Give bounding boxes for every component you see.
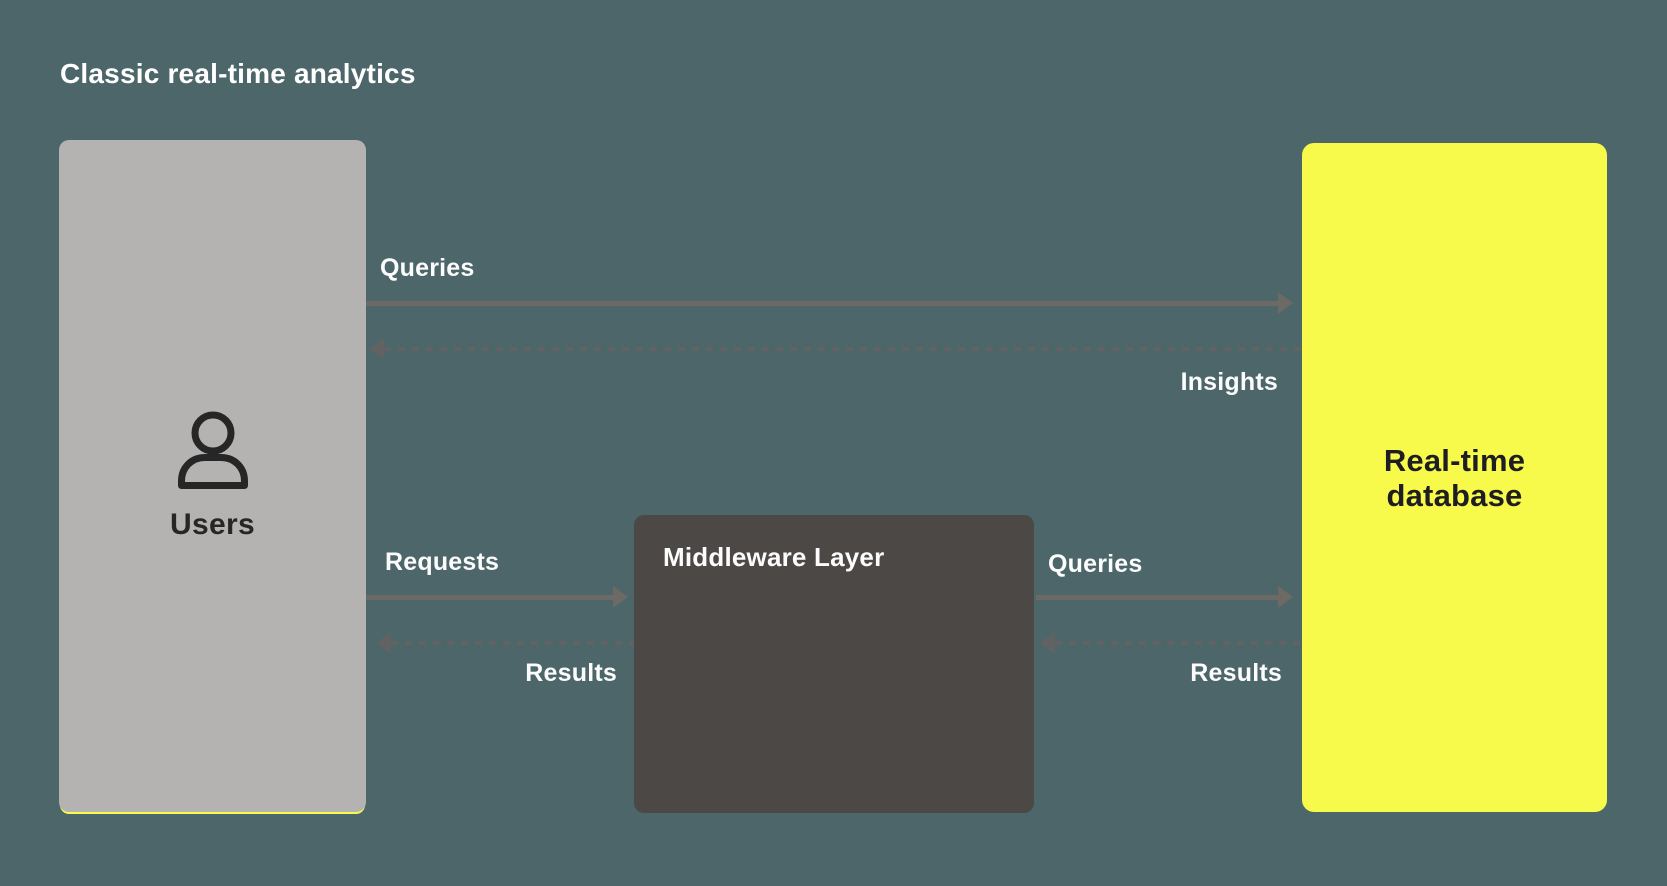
middleware-node: Middleware Layer <box>634 515 1034 813</box>
arrow-label-queries-right: Queries <box>1048 550 1143 578</box>
arrowhead-right-icon <box>613 586 628 608</box>
users-node: Users <box>59 140 366 812</box>
arrow-label-results-right: Results <box>1190 659 1282 687</box>
arrow-label-results-left: Results <box>525 659 617 687</box>
realtime-database-node: Real-time database <box>1302 143 1607 812</box>
arrow-requests-users-to-middleware <box>366 586 628 608</box>
arrow-line-dashed <box>391 641 634 645</box>
arrow-results-database-to-middleware <box>1040 632 1302 654</box>
realtime-database-node-label: Real-time database <box>1383 442 1526 513</box>
arrow-results-middleware-to-users <box>376 632 634 654</box>
arrow-line <box>366 300 1278 306</box>
middleware-node-label: Middleware Layer <box>663 542 885 572</box>
arrow-label-insights: Insights <box>1180 368 1278 396</box>
arrow-line-dashed <box>384 347 1302 351</box>
diagram-title: Classic real-time analytics <box>60 58 416 89</box>
users-node-label: Users <box>170 507 255 541</box>
arrow-line-dashed <box>1055 641 1302 645</box>
arrow-line <box>1036 594 1278 600</box>
arrowhead-left-icon <box>376 632 391 654</box>
arrow-label-requests: Requests <box>385 548 500 576</box>
user-icon <box>177 411 248 489</box>
arrow-queries-users-to-database <box>366 292 1293 314</box>
arrowhead-left-icon <box>1040 632 1055 654</box>
arrowhead-right-icon <box>1278 586 1293 608</box>
arrow-line <box>366 594 613 600</box>
arrow-insights-database-to-users <box>369 338 1302 360</box>
arrowhead-right-icon <box>1278 292 1293 314</box>
arrow-label-queries-top: Queries <box>380 254 475 282</box>
arrow-queries-middleware-to-database <box>1036 586 1293 608</box>
arrowhead-left-icon <box>369 338 384 360</box>
